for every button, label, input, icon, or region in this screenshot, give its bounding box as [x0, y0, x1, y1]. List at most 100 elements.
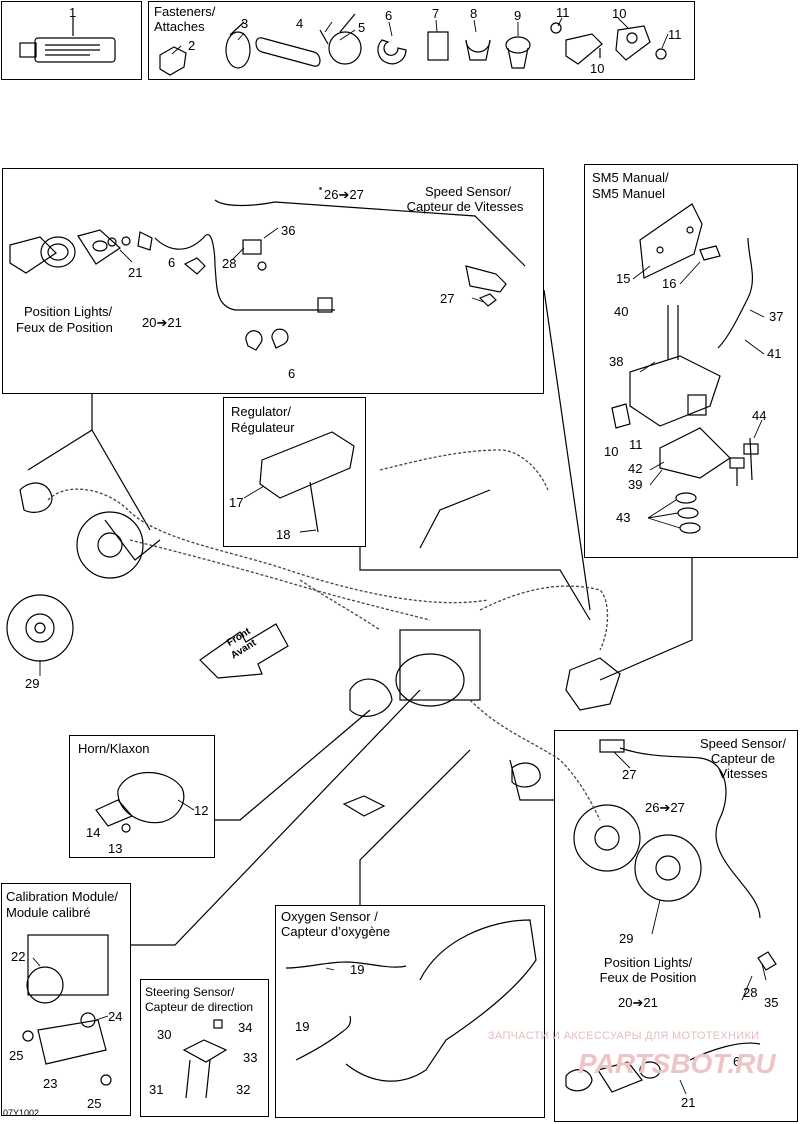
- position-lights-right-ref: 20➔21: [618, 995, 658, 1010]
- leader-line: [215, 709, 371, 821]
- callout-33: 33: [243, 1050, 258, 1065]
- oxygen-sensor-wire: [285, 961, 407, 969]
- lamp-right: [511, 762, 541, 788]
- callout-40: 40: [614, 304, 629, 319]
- main-harness: [129, 539, 431, 621]
- tone-wheel-right-2: [634, 834, 702, 902]
- rear-lamp-set: [565, 1069, 593, 1092]
- speed-sensor-cable: [619, 747, 761, 919]
- steering-sensor-mounted: [342, 795, 386, 817]
- callout-42: 42: [628, 461, 643, 476]
- position-lights-top-title-2: Feux de Position: [16, 320, 113, 335]
- gasket: [677, 507, 699, 519]
- bracket: [615, 25, 651, 61]
- watermark-text: ЗАПЧАСТИ И АКСЕССУАРЫ ДЛЯ МОТОТЕХНИКИ: [488, 1030, 760, 1042]
- callout-28-top: 28: [222, 256, 237, 271]
- callout-13: 13: [108, 841, 123, 856]
- regulator-title-2: Régulateur: [231, 420, 295, 435]
- callout-6-right: 6: [733, 1054, 741, 1069]
- position-lights-top-title-1: Position Lights/: [24, 304, 113, 319]
- main-harness: [479, 585, 609, 651]
- callout-3: 3: [241, 16, 249, 31]
- tone-wheel-left: [6, 594, 74, 662]
- tone-wheel-left-2: [76, 511, 144, 579]
- callout-2: 2: [188, 38, 196, 53]
- sm5-mounted: [565, 657, 621, 711]
- sleeve: [255, 37, 321, 67]
- callout-15: 15: [616, 271, 631, 286]
- calibration-module: [27, 934, 109, 996]
- sm5-title-2: SM5 Manuel: [592, 186, 665, 201]
- steering-sensor: [182, 1039, 228, 1063]
- horn-title: Horn/Klaxon: [78, 741, 150, 756]
- callout-25-a: 25: [9, 1048, 24, 1063]
- gasket: [675, 492, 697, 504]
- callout-35: 35: [764, 995, 779, 1010]
- leader-line: [27, 394, 93, 471]
- callout-43: 43: [616, 510, 631, 525]
- oxygen-sensor-wire: [295, 1015, 352, 1061]
- cable-tie-loop: [328, 31, 362, 65]
- callout-21-right: 21: [681, 1095, 696, 1110]
- callout-28-right: 28: [743, 985, 758, 1000]
- callout-24: 24: [108, 1009, 123, 1024]
- steering-sensor-box: [140, 979, 269, 1117]
- callout-18: 18: [276, 527, 291, 542]
- speed-sensor-right-title-3: Vitesses: [718, 766, 768, 781]
- speed-sensor-top-box: [2, 168, 544, 394]
- callout-25-b: 25: [87, 1096, 102, 1111]
- callout-38: 38: [609, 354, 624, 369]
- main-harness: [47, 488, 489, 604]
- figure-id: 07Y1002: [3, 1108, 40, 1118]
- push-clip: [377, 39, 407, 65]
- callout-14: 14: [86, 825, 101, 840]
- callout-19-b: 19: [295, 1019, 310, 1034]
- lamp-left: [19, 482, 53, 513]
- oxygen-title-1: Oxygen Sensor /: [281, 909, 378, 924]
- lamp-gasket: [9, 236, 57, 274]
- position-lights-right-title-1: Position Lights/: [603, 955, 693, 970]
- leader-line: [599, 558, 693, 681]
- gasket: [679, 522, 701, 534]
- nut: [550, 22, 562, 34]
- callout-11-sm5: 11: [629, 437, 643, 452]
- speed-sensor-top-title-1: Speed Sensor/: [424, 184, 511, 199]
- callout-22: 22: [11, 949, 26, 964]
- bracket: [565, 33, 603, 65]
- grommet: [505, 36, 531, 54]
- speed-sensor-right-title-2: Capteur de: [710, 751, 776, 766]
- speed-sensor-right-box: [554, 730, 798, 1122]
- clip-6: [271, 328, 289, 349]
- leader-line: [359, 547, 591, 621]
- callout-31: 31: [149, 1082, 164, 1097]
- callout-27-right: 27: [622, 767, 637, 782]
- callout-30: 30: [157, 1027, 172, 1042]
- sm5-bracket: [639, 203, 703, 279]
- fasteners-box: [148, 1, 695, 80]
- grease-tube-box: [1, 1, 142, 80]
- fastener-clip: [159, 46, 187, 76]
- oxygen-title-2: Capteur d’oxygène: [281, 924, 391, 939]
- position-lights-right-title-2: Feux de Position: [599, 970, 697, 985]
- callout-9: 9: [514, 8, 522, 23]
- regulator-title-1: Regulator/: [231, 404, 291, 419]
- callout-44: 44: [752, 408, 767, 423]
- fasteners-title-1: Fasteners/: [154, 4, 216, 19]
- leader-line: [131, 689, 421, 946]
- oxygen-sensor-box: [275, 905, 545, 1118]
- callout-10-a: 10: [612, 6, 627, 21]
- steering-title-2: Capteur de direction: [145, 1000, 254, 1014]
- main-harness: [469, 699, 601, 821]
- bracket-42: [659, 427, 731, 479]
- callout-16: 16: [662, 276, 677, 291]
- callout-32: 32: [236, 1082, 251, 1097]
- callout-34: 34: [238, 1020, 253, 1035]
- clamp: [465, 39, 491, 61]
- callout-19-a: 19: [350, 962, 365, 977]
- leader-line: [419, 489, 491, 549]
- callout-4: 4: [296, 16, 304, 31]
- harness: [154, 233, 335, 311]
- callout-21-top: 21: [128, 265, 143, 280]
- horn-mounted: [349, 678, 393, 717]
